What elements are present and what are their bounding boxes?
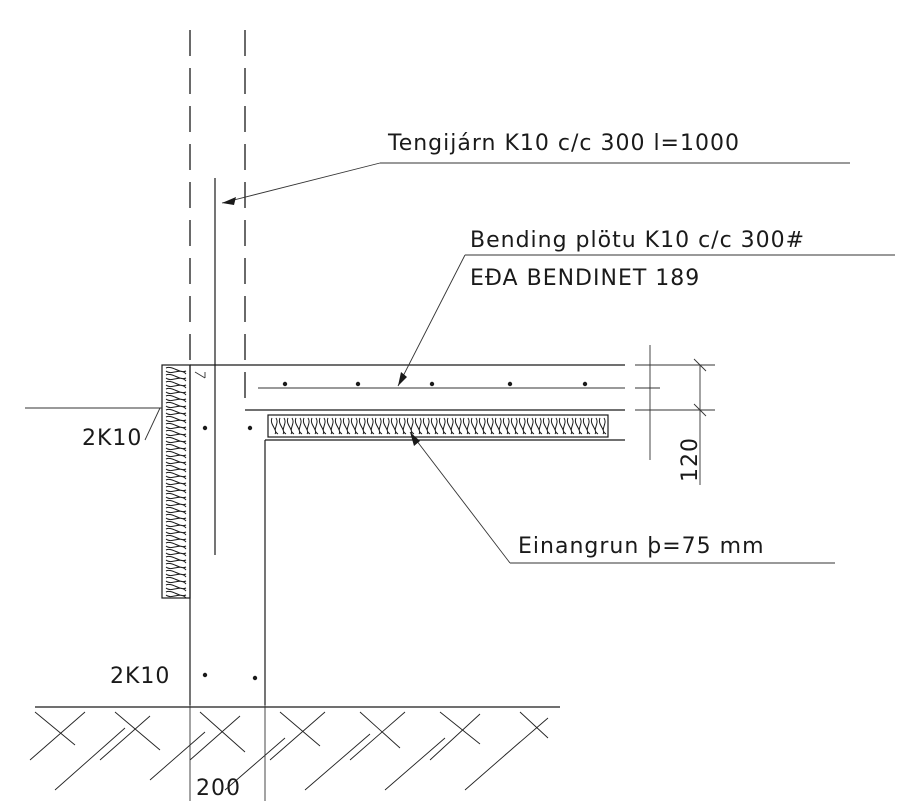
dowel-note: Tengijárn K10 c/c 300 l=1000 [387, 131, 740, 156]
wall-rebar-lower-label: 2K10 [110, 664, 170, 689]
insulation-note: Einangrun þ=75 mm [518, 534, 765, 559]
upper-wall-outline [189, 30, 246, 410]
vertical-insulation [161, 364, 191, 599]
leader-lines [144, 162, 895, 564]
slab-thickness-label: 120 [678, 437, 703, 482]
wall-width-label: 200 [196, 776, 241, 801]
rebar-dots [202, 381, 588, 681]
foundation-wall-outline [189, 178, 625, 705]
wall-rebar-upper-label: 2K10 [82, 426, 142, 451]
wall-width-dimension [189, 705, 266, 801]
horizontal-insulation [267, 414, 609, 438]
slab-thickness-dimension [635, 345, 715, 485]
soil-hatch [29, 706, 560, 791]
slab-rebar-note-line2: EÐA BENDINET 189 [470, 266, 700, 291]
slab-rebar-note-line1: Bending plötu K10 c/c 300# [470, 228, 805, 253]
